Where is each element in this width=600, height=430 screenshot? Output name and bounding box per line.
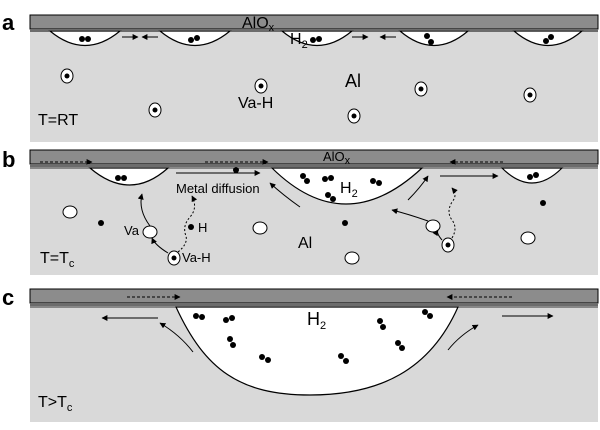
- oxide-label: AlOx: [242, 15, 275, 34]
- temperature-label: T=Tc: [40, 250, 75, 270]
- metal-label: Al: [345, 71, 361, 91]
- h2-label: H2: [290, 31, 308, 51]
- panel-b: b AlOx H2 Metal diffusion Al Va H Va-H T…: [2, 147, 599, 275]
- oxide-label: AlOx: [323, 149, 351, 167]
- metal-diffusion-label: Metal diffusion: [176, 181, 260, 196]
- vacancy-hydrogen-defect: [60, 68, 537, 124]
- panel-c: c H2 T>Tc: [2, 285, 599, 422]
- h2-molecule: [115, 172, 539, 202]
- metal-label: Al: [298, 235, 312, 252]
- panel-letter: b: [2, 147, 15, 172]
- panel-c-oxide-layer: [29, 288, 599, 304]
- temperature-label: T>Tc: [38, 394, 73, 414]
- h2-label: H2: [340, 180, 358, 200]
- panel-b-oxide-layer: [29, 149, 599, 165]
- panel-a-void: [398, 30, 470, 47]
- hydrogen-label: H: [198, 220, 207, 235]
- vacancy-hydrogen-defect: [167, 237, 455, 266]
- defect-label: Va-H: [182, 250, 211, 265]
- defect-label: Va-H: [238, 95, 273, 112]
- temperature-label: T=RT: [38, 112, 78, 129]
- panel-b-void: [88, 167, 170, 186]
- vacancy-label: Va: [124, 223, 140, 238]
- panel-letter: c: [2, 285, 14, 310]
- h2-label: H2: [307, 309, 326, 332]
- panel-b-void: [270, 167, 424, 205]
- h2-molecule: [79, 33, 554, 45]
- panel-a-void: [512, 30, 584, 47]
- panel-letter: a: [2, 10, 15, 35]
- panel-a-void: [48, 30, 122, 47]
- h2-molecule: [193, 309, 433, 364]
- panel-a: a AlOx H2 Al Va-H T=RT: [2, 10, 599, 142]
- panel-a-oxide-layer: [29, 14, 599, 30]
- panel-c-void: [175, 306, 459, 396]
